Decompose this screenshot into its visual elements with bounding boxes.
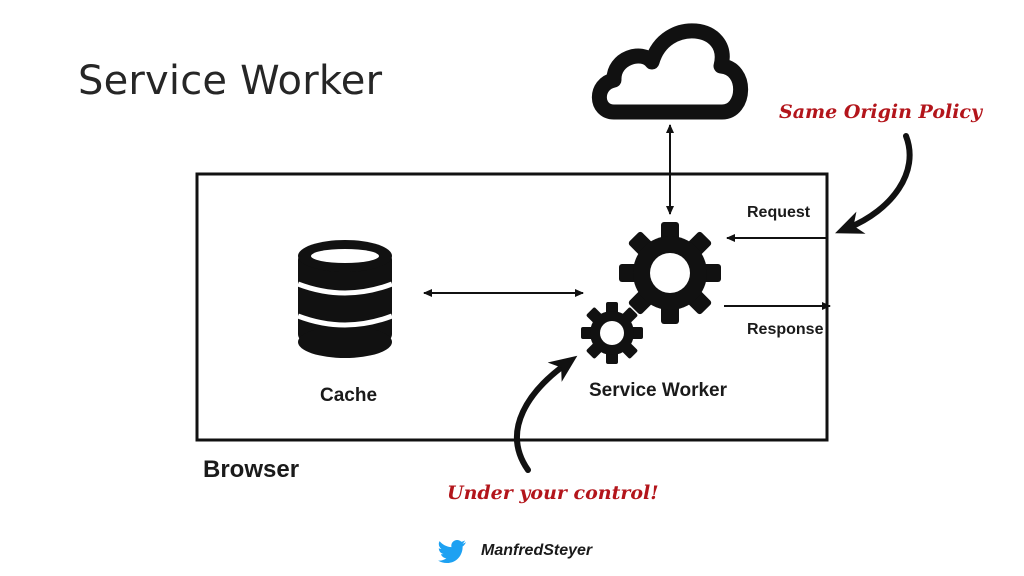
same-origin-pointer-arrow bbox=[835, 133, 913, 234]
under-control-pointer-arrow bbox=[514, 355, 578, 473]
gears-icon bbox=[581, 222, 721, 364]
twitter-handle: ManfredSteyer bbox=[481, 542, 593, 559]
page-title: Service Worker bbox=[78, 58, 383, 104]
request-label: Request bbox=[747, 204, 811, 221]
response-label: Response bbox=[747, 321, 824, 338]
twitter-bird-icon bbox=[438, 540, 466, 563]
database-icon bbox=[297, 240, 393, 358]
service-worker-label: Service Worker bbox=[589, 380, 728, 401]
twitter-footer: ManfredSteyer bbox=[437, 539, 592, 563]
under-control-annotation: Under your control! bbox=[447, 482, 659, 504]
cloud-icon bbox=[592, 23, 749, 120]
same-origin-annotation: Same Origin Policy bbox=[779, 101, 983, 123]
cache-label: Cache bbox=[320, 385, 378, 406]
browser-label: Browser bbox=[203, 456, 300, 483]
